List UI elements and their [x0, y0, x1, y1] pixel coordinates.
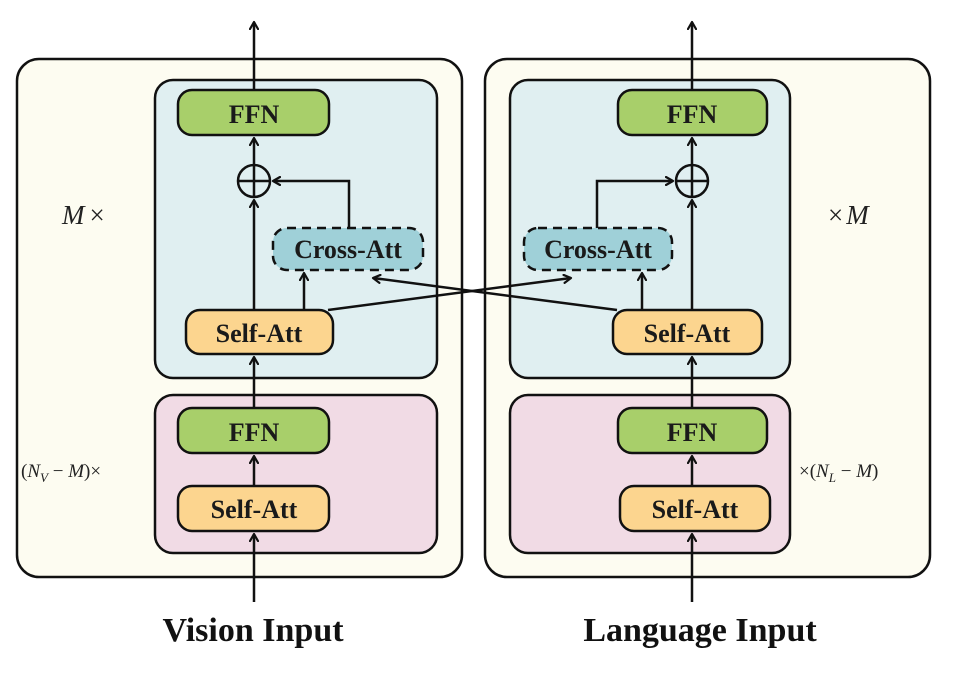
cross-modal-connections	[327, 278, 618, 312]
vision-encoder-selfatt-label: Self-Att	[211, 495, 298, 524]
vision-stream: FFN Cross-Att Self-Att FFN Self-Att M× (…	[15, 22, 464, 649]
vision-repeat-top-label: M×	[61, 200, 105, 230]
vision-add-icon	[236, 163, 272, 199]
language-encoder-selfatt-label: Self-Att	[652, 495, 739, 524]
vision-cross-att-label: Cross-Att	[294, 235, 402, 264]
language-crossatt-to-add-arrow	[595, 181, 673, 228]
vision-cross-selfatt-label: Self-Att	[216, 319, 303, 348]
vision-encoder-selfatt-box	[176, 484, 331, 533]
vision-repeat-bottom-label: (NV − M)×	[21, 461, 101, 485]
vision-cross-ffn-label: FFN	[229, 100, 280, 129]
vision-to-language-crossatt-arrow	[327, 278, 571, 312]
language-add-icon	[674, 163, 710, 199]
language-repeat-bottom-label: ×(NL − M)	[799, 461, 878, 485]
language-encoder-selfatt-box	[618, 484, 772, 533]
language-cross-ffn-label: FFN	[667, 100, 718, 129]
language-to-vision-crossatt-arrow	[373, 278, 618, 312]
language-encoder-ffn-label: FFN	[667, 418, 718, 447]
language-stream: FFN Cross-Att Self-Att FFN Self-Att ×M ×…	[483, 22, 932, 649]
language-encoder-ffn-box	[616, 406, 769, 455]
vision-encoder-ffn-label: FFN	[229, 418, 280, 447]
vision-encoder-ffn-box	[176, 406, 331, 455]
language-cross-selfatt-box	[611, 308, 764, 356]
language-cross-att-box	[522, 226, 674, 272]
vision-input-caption: Vision Input	[162, 612, 344, 649]
language-cross-ffn-box	[616, 88, 769, 137]
vision-cross-selfatt-box	[184, 308, 335, 356]
vision-cross-att-box	[271, 226, 425, 272]
language-repeat-top-label: ×M	[828, 200, 870, 230]
vision-crossatt-to-add-arrow	[273, 181, 351, 228]
vision-cross-ffn-box	[176, 88, 331, 137]
language-input-caption: Language Input	[583, 612, 817, 649]
language-cross-selfatt-label: Self-Att	[644, 319, 731, 348]
language-cross-att-label: Cross-Att	[544, 235, 652, 264]
